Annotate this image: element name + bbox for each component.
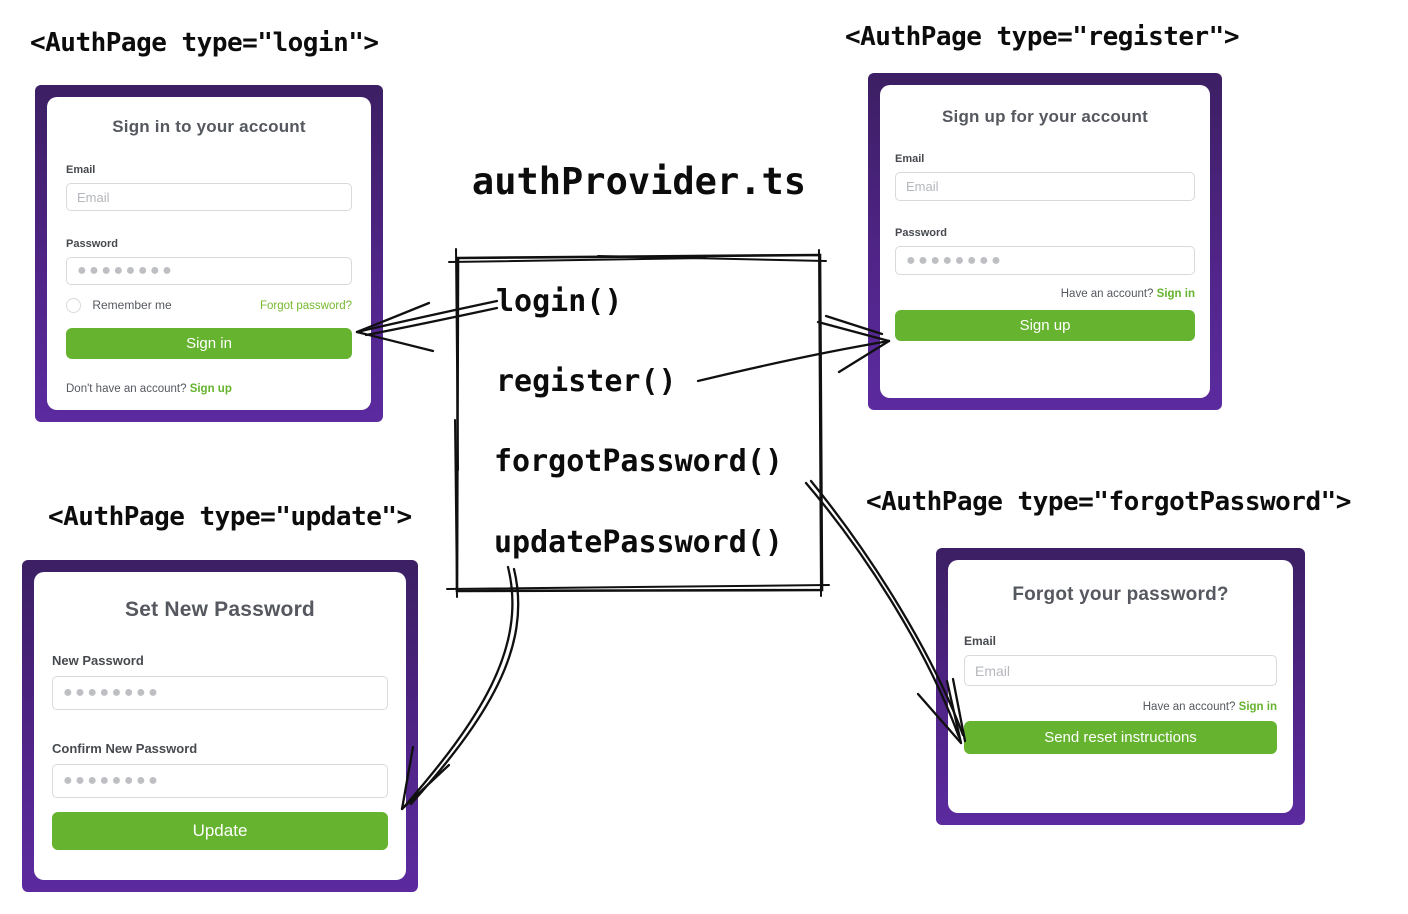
forgot-sign-in-link[interactable]: Sign in — [1238, 701, 1277, 713]
code-file-title: authProvider.ts — [471, 160, 807, 203]
remember-me-label: Remember me — [92, 298, 172, 312]
login-card-body: Sign in to your account Email Password ●… — [47, 97, 371, 410]
register-card-body: Sign up for your account Email Password … — [880, 85, 1210, 398]
register-password-input[interactable]: ●●●●●●●● — [895, 246, 1195, 275]
forgot-password-link[interactable]: Forgot password? — [259, 299, 352, 312]
forgot-switch-line: Have an account? Sign in — [964, 701, 1277, 713]
password-dots: ●●●●●●●● — [906, 251, 1004, 269]
code-fn-update-password: updatePassword() — [494, 525, 783, 560]
confirm-password-label: Confirm New Password — [52, 741, 198, 756]
code-fn-forgot-password: forgotPassword() — [494, 444, 783, 479]
forgot-password-card: Forgot your password? Email Have an acco… — [936, 548, 1305, 825]
login-password-label: Password — [66, 238, 118, 250]
login-email-input[interactable] — [66, 183, 352, 211]
new-password-label: New Password — [52, 653, 144, 668]
password-dots: ●●●●●●●● — [77, 262, 175, 279]
arrow-register — [696, 314, 891, 383]
update-password-card: Set New Password New Password ●●●●●●●● C… — [22, 560, 418, 892]
login-password-input[interactable]: ●●●●●●●● — [66, 257, 352, 285]
authpage-register-label: <AuthPage type="register"> — [845, 22, 1240, 52]
register-email-label: Email — [895, 153, 925, 165]
authpage-forgot-label: <AuthPage type="forgotPassword"> — [866, 487, 1351, 517]
register-switch-line: Have an account? Sign in — [895, 288, 1195, 300]
password-dots: ●●●●●●●● — [63, 772, 161, 789]
login-heading: Sign in to your account — [112, 117, 306, 136]
forgot-heading: Forgot your password? — [1012, 584, 1229, 605]
forgot-email-input[interactable] — [964, 655, 1277, 686]
new-password-input[interactable]: ●●●●●●●● — [52, 676, 388, 710]
login-card: Sign in to your account Email Password ●… — [35, 85, 383, 422]
password-dots: ●●●●●●●● — [63, 684, 161, 701]
register-sign-in-link[interactable]: Sign in — [1156, 288, 1195, 300]
send-reset-button[interactable]: Send reset instructions — [964, 721, 1277, 754]
register-password-label: Password — [895, 227, 947, 239]
update-heading: Set New Password — [125, 598, 315, 621]
code-fn-register: register() — [496, 364, 677, 399]
sign-up-button[interactable]: Sign up — [895, 310, 1195, 341]
confirm-password-input[interactable]: ●●●●●●●● — [52, 764, 388, 798]
sign-in-button[interactable]: Sign in — [66, 328, 352, 360]
authpage-update-label: <AuthPage type="update"> — [48, 502, 412, 532]
register-heading: Sign up for your account — [942, 107, 1148, 126]
register-email-input[interactable] — [895, 172, 1195, 201]
arrow-update-password — [400, 565, 520, 811]
forgot-email-label: Email — [964, 634, 997, 648]
code-fn-login: login() — [496, 284, 623, 319]
register-switch-text: Have an account? — [1060, 288, 1154, 300]
forgot-switch-text: Have an account? — [1142, 701, 1236, 713]
login-footer: Don't have an account? Sign up — [66, 383, 352, 395]
forgot-card-body: Forgot your password? Email Have an acco… — [948, 560, 1293, 813]
update-card-body: Set New Password New Password ●●●●●●●● C… — [34, 572, 406, 880]
sign-up-link[interactable]: Sign up — [189, 383, 232, 396]
authpage-login-label: <AuthPage type="login"> — [30, 28, 379, 58]
remember-me-checkbox[interactable] — [66, 298, 81, 314]
login-email-label: Email — [66, 164, 96, 176]
update-button[interactable]: Update — [52, 812, 388, 850]
login-footer-text: Don't have an account? — [66, 383, 187, 396]
register-card: Sign up for your account Email Password … — [868, 73, 1222, 410]
remember-me-row: Remember me — [66, 298, 172, 314]
